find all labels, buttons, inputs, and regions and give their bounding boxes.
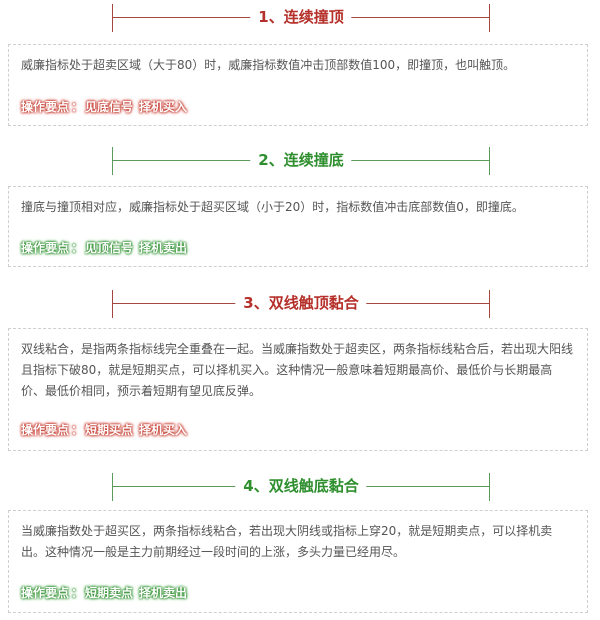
tag-label: 操作要点 bbox=[21, 423, 70, 437]
section-1-box: 威廉指标处于超卖区域（大于80）时，威廉指标数值冲击顶部数值100，即撞顶，也叫… bbox=[8, 44, 588, 126]
heading-right-tick bbox=[489, 4, 490, 32]
section-2-box: 撞底与撞顶相对应，威廉指标处于超买区域（小于20）时，指标数值冲击底部数值0，即… bbox=[8, 186, 588, 267]
tag-signal: 短期卖点 bbox=[85, 586, 134, 600]
tag-action: 择机卖出 bbox=[139, 241, 188, 255]
heading-left-tick bbox=[112, 290, 113, 318]
tag-separator: ： bbox=[71, 586, 84, 600]
tag-separator: ： bbox=[71, 423, 84, 437]
section-3-box: 双线粘合，是指两条指标线完全重叠在一起。当威廉指数处于超卖区，两条指标线粘合后，… bbox=[8, 328, 588, 451]
tag-signal: 见顶信号 bbox=[85, 241, 134, 255]
tag-label: 操作要点 bbox=[21, 241, 70, 255]
section-1-heading: 1、连续撞顶 bbox=[112, 4, 490, 32]
section-4-tags: 操作要点：短期卖点择机卖出 bbox=[21, 585, 187, 601]
heading-right-tick bbox=[489, 473, 490, 501]
section-2-heading: 2、连续撞底 bbox=[112, 147, 490, 175]
heading-left-tick bbox=[112, 147, 113, 175]
heading-left-tick bbox=[112, 473, 113, 501]
section-1-description: 威廉指标处于超卖区域（大于80）时，威廉指标数值冲击顶部数值100，即撞顶，也叫… bbox=[21, 58, 516, 72]
tag-signal: 短期买点 bbox=[85, 423, 134, 437]
section-4-box: 当威廉指数处于超买区，两条指标线粘合，若出现大阴线或指标上穿20，就是短期卖点，… bbox=[8, 510, 588, 613]
tag-label: 操作要点 bbox=[21, 586, 70, 600]
section-3-heading: 3、双线触顶黏合 bbox=[112, 290, 490, 318]
section-2-title: 2、连续撞底 bbox=[250, 150, 352, 170]
section-3-description: 双线粘合，是指两条指标线完全重叠在一起。当威廉指数处于超卖区，两条指标线粘合后，… bbox=[21, 342, 574, 398]
section-3-title: 3、双线触顶黏合 bbox=[235, 293, 367, 313]
tag-signal: 见底信号 bbox=[85, 100, 134, 114]
tag-label: 操作要点 bbox=[21, 100, 70, 114]
section-3-tags: 操作要点：短期买点择机买入 bbox=[21, 422, 187, 438]
section-4-description: 当威廉指数处于超买区，两条指标线粘合，若出现大阴线或指标上穿20，就是短期卖点，… bbox=[21, 524, 553, 559]
heading-left-tick bbox=[112, 4, 113, 32]
tag-separator: ： bbox=[71, 241, 84, 255]
section-1-title: 1、连续撞顶 bbox=[250, 7, 352, 27]
tag-action: 择机买入 bbox=[139, 100, 188, 114]
tag-action: 择机卖出 bbox=[139, 586, 188, 600]
section-4-heading: 4、双线触底黏合 bbox=[112, 473, 490, 501]
section-2-description: 撞底与撞顶相对应，威廉指标处于超买区域（小于20）时，指标数值冲击底部数值0，即… bbox=[21, 200, 524, 214]
section-4-title: 4、双线触底黏合 bbox=[235, 476, 367, 496]
heading-right-tick bbox=[489, 290, 490, 318]
section-2-tags: 操作要点：见顶信号择机卖出 bbox=[21, 240, 187, 256]
tag-action: 择机买入 bbox=[139, 423, 188, 437]
tag-separator: ： bbox=[71, 100, 84, 114]
heading-right-tick bbox=[489, 147, 490, 175]
section-1-tags: 操作要点：见底信号择机买入 bbox=[21, 99, 187, 115]
